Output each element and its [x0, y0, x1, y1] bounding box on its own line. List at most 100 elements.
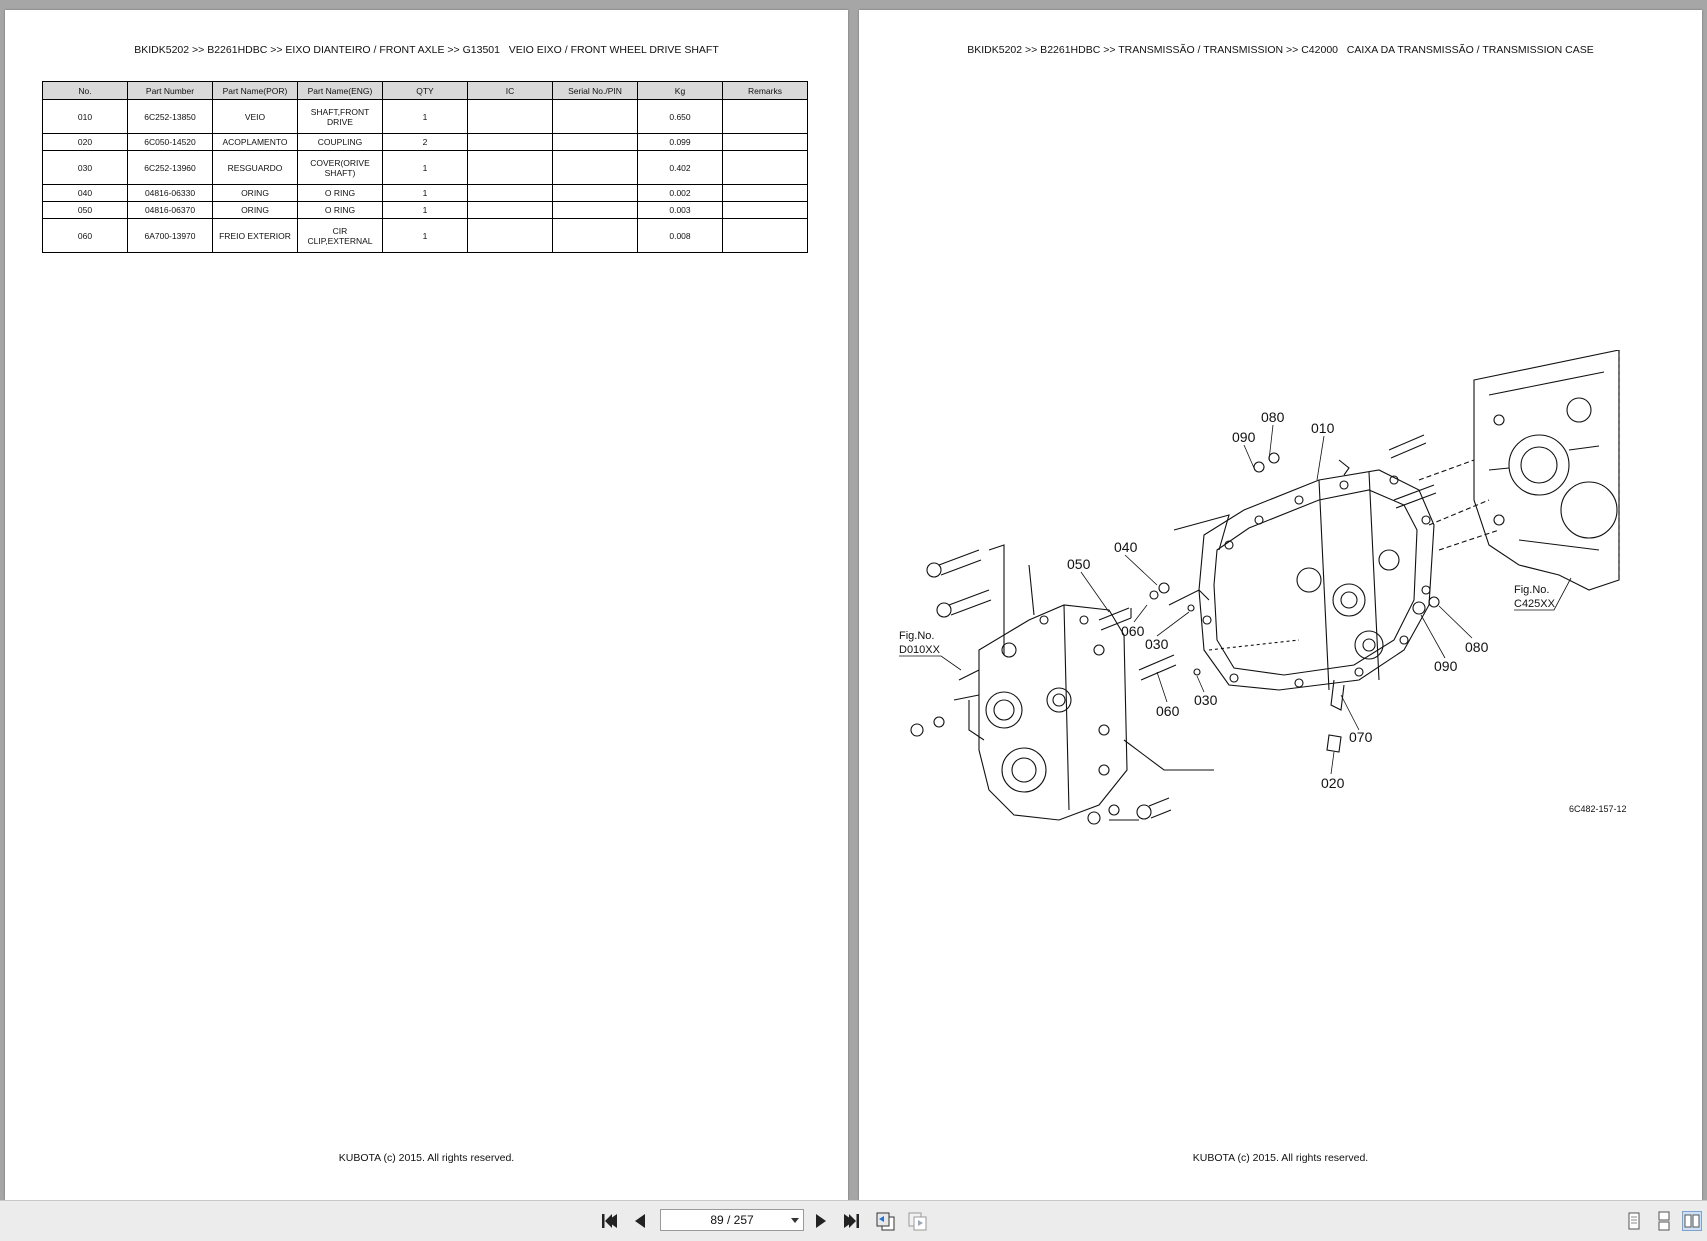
- callout-label: 080: [1261, 409, 1285, 425]
- chevron-down-icon[interactable]: [791, 1218, 799, 1223]
- cell-kg: 0.099: [637, 133, 723, 151]
- cell-no: 010: [42, 99, 128, 134]
- rear-housing-drawing: [1473, 350, 1620, 591]
- front-housing-drawing: [953, 604, 1128, 821]
- cell-serial: [552, 150, 638, 185]
- callout-label: 030: [1194, 692, 1218, 708]
- transmission-case-drawing: [1198, 459, 1435, 691]
- cell-qty: 1: [382, 218, 468, 253]
- cell-ic: [467, 99, 553, 134]
- cell-no: 020: [42, 133, 128, 151]
- page-footer: KUBOTA (c) 2015. All rights reserved.: [338, 1152, 515, 1164]
- cell-qty: 1: [382, 201, 468, 219]
- table-header-row: No. Part Number Part Name(POR) Part Name…: [42, 81, 808, 100]
- continuous-view-icon[interactable]: [1654, 1211, 1674, 1231]
- col-name-eng-header: Part Name(ENG): [297, 81, 383, 100]
- parts-table: No. Part Number Part Name(POR) Part Name…: [42, 81, 808, 253]
- fig-ref-right-label: Fig.No.: [1514, 584, 1549, 596]
- cell-name-eng: SHAFT,FRONT DRIVE: [297, 99, 383, 134]
- cell-ic: [467, 133, 553, 151]
- cell-ic: [467, 184, 553, 202]
- cell-part-number: 6A700-13970: [127, 218, 213, 253]
- drawing-code: 6C482-157-12: [1569, 804, 1627, 814]
- last-page-icon[interactable]: [838, 1209, 864, 1233]
- cell-qty: 1: [382, 184, 468, 202]
- document-page-right: BKIDK5202 >> B2261HDBC >> TRANSMISSÃO / …: [859, 10, 1702, 1200]
- cell-remarks: [722, 133, 808, 151]
- col-remarks-header: Remarks: [722, 81, 808, 100]
- callout-label: 020: [1321, 775, 1345, 791]
- callout-label: 050: [1067, 556, 1091, 572]
- cell-no: 050: [42, 201, 128, 219]
- back-view-icon[interactable]: [873, 1209, 899, 1233]
- cell-kg: 0.402: [637, 150, 723, 185]
- fig-ref-left-leader: [899, 655, 962, 671]
- table-row: 050 04816-06370 ORING O RING 1 0.003: [42, 201, 808, 219]
- cell-name-por: FREIO EXTERIOR: [212, 218, 298, 253]
- cell-part-number: 6C050-14520: [127, 133, 213, 151]
- cell-part-number: 04816-06370: [127, 201, 213, 219]
- callout-label: 030: [1145, 636, 1169, 652]
- page-footer: KUBOTA (c) 2015. All rights reserved.: [1192, 1152, 1369, 1164]
- table-row: 010 6C252-13850 VEIO SHAFT,FRONT DRIVE 1…: [42, 99, 808, 134]
- table-row: 020 6C050-14520 ACOPLAMENTO COUPLING 2 0…: [42, 133, 808, 151]
- single-page-view-icon[interactable]: [1624, 1211, 1644, 1231]
- col-serial-header: Serial No./PIN: [552, 81, 638, 100]
- table-row: 040 04816-06330 ORING O RING 1 0.002: [42, 184, 808, 202]
- callout-label: 070: [1349, 729, 1373, 745]
- cell-remarks: [722, 150, 808, 185]
- callout-label: 090: [1434, 658, 1458, 674]
- cell-kg: 0.650: [637, 99, 723, 134]
- two-page-view-icon[interactable]: [1682, 1211, 1702, 1231]
- callout-label: 010: [1311, 420, 1335, 436]
- col-part-number-header: Part Number: [127, 81, 213, 100]
- cell-remarks: [722, 184, 808, 202]
- cell-serial: [552, 201, 638, 219]
- cell-kg: 0.003: [637, 201, 723, 219]
- col-qty-header: QTY: [382, 81, 468, 100]
- callout-labels: 080 090 010 040 050 060 030 060 030 090 …: [1067, 409, 1489, 791]
- exploded-parts-diagram: 080 090 010 040 050 060 030 060 030 090 …: [899, 350, 1627, 825]
- cell-qty: 1: [382, 150, 468, 185]
- callout-label: 060: [1121, 623, 1145, 639]
- cell-part-number: 6C252-13850: [127, 99, 213, 134]
- cell-ic: [467, 150, 553, 185]
- fig-ref-left-label: Fig.No.: [899, 630, 934, 642]
- viewer-toolbar: 89 / 257: [0, 1200, 1707, 1241]
- cell-name-por: RESGUARDO: [212, 150, 298, 185]
- cell-no: 030: [42, 150, 128, 185]
- cell-part-number: 04816-06330: [127, 184, 213, 202]
- prev-page-icon[interactable]: [627, 1209, 653, 1233]
- callout-label: 090: [1232, 429, 1256, 445]
- cell-kg: 0.002: [637, 184, 723, 202]
- cell-ic: [467, 218, 553, 253]
- page-breadcrumb: BKIDK5202 >> B2261HDBC >> TRANSMISSÃO / …: [967, 44, 1594, 56]
- cell-name-eng: O RING: [297, 201, 383, 219]
- col-kg-header: Kg: [637, 81, 723, 100]
- callout-leader-lines: [1080, 424, 1473, 775]
- cell-name-por: ACOPLAMENTO: [212, 133, 298, 151]
- table-row: 060 6A700-13970 FREIO EXTERIOR CIR CLIP,…: [42, 218, 808, 253]
- cell-name-por: VEIO: [212, 99, 298, 134]
- cell-name-eng: COVER(ORIVE SHAFT): [297, 150, 383, 185]
- col-name-por-header: Part Name(POR): [212, 81, 298, 100]
- cell-kg: 0.008: [637, 218, 723, 253]
- forward-view-icon[interactable]: [905, 1209, 931, 1233]
- cell-remarks: [722, 201, 808, 219]
- fig-ref-left-code: D010XX: [899, 644, 941, 656]
- cell-serial: [552, 184, 638, 202]
- table-row: 030 6C252-13960 RESGUARDO COVER(ORIVE SH…: [42, 150, 808, 185]
- callout-label: 080: [1465, 639, 1489, 655]
- col-no-header: No.: [42, 81, 128, 100]
- cell-remarks: [722, 99, 808, 134]
- first-page-icon[interactable]: [597, 1209, 623, 1233]
- cell-name-eng: COUPLING: [297, 133, 383, 151]
- cell-serial: [552, 218, 638, 253]
- cell-qty: 1: [382, 99, 468, 134]
- next-page-icon[interactable]: [808, 1209, 834, 1233]
- page-number-field[interactable]: 89 / 257: [660, 1209, 804, 1231]
- cell-remarks: [722, 218, 808, 253]
- col-ic-header: IC: [467, 81, 553, 100]
- cell-no: 060: [42, 218, 128, 253]
- cell-name-eng: O RING: [297, 184, 383, 202]
